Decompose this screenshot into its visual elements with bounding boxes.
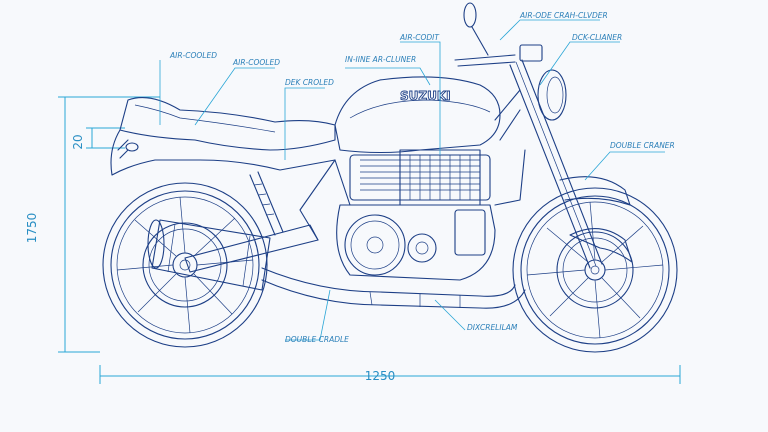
front-fork [454,2,631,269]
label-dek-croled: DEK CROLED [285,78,334,87]
front-wheel [512,187,678,353]
dimension-lines [58,96,681,384]
frame [299,89,526,241]
exhaust-muffler [147,219,526,309]
seat-step-value: 20 [71,134,85,149]
engine [336,149,496,281]
overall-length-value: 1250 [365,369,396,383]
label-air-codit: AIR-CODIT [399,33,440,42]
label-in-line-air-cleaner: IN-IINE AR-CLUNER [345,55,416,64]
fuel-tank [334,76,501,154]
label-air-ode-crah: AIR-ODE CRAH-CLVDER [519,11,608,20]
label-double-craner: DOUBLE CRANER [610,141,675,150]
brand-logo: SUZUKI [400,89,451,103]
leader-lines [159,19,665,341]
label-dixcrelilam: DIXCRELILAM [467,323,518,332]
label-air-cooled-right: AIR-COOLED [232,58,280,67]
label-air-cooled-left: AIR-COOLED [169,51,217,60]
label-dek-clianer: DCK-CLIANER [572,33,622,42]
label-double-cradle: DOUBLE CRADLE [285,335,349,344]
seat-and-tail [110,97,336,176]
height-value: 1750 [25,213,39,244]
swingarm [184,171,319,273]
rear-wheel [102,182,268,348]
